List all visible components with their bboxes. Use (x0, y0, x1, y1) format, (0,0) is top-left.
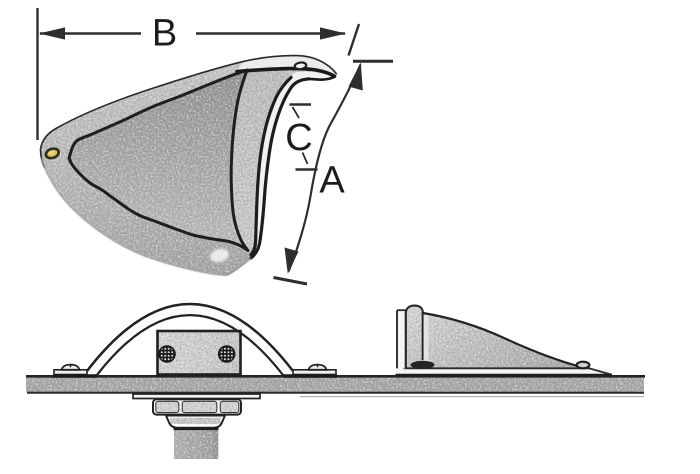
svg-text:B: B (152, 13, 177, 55)
svg-text:A: A (319, 160, 345, 202)
svg-text:C: C (285, 117, 312, 159)
